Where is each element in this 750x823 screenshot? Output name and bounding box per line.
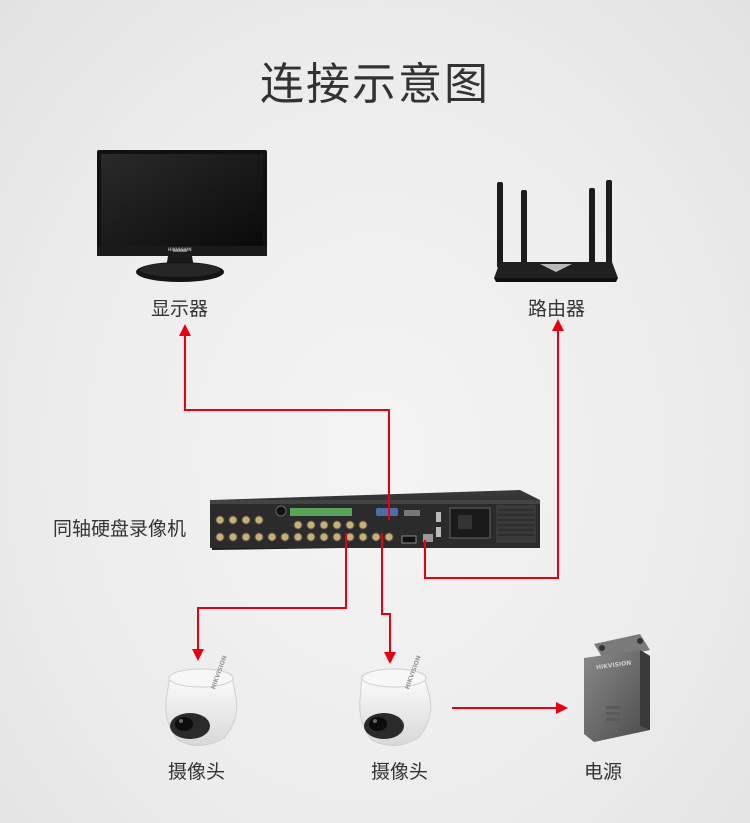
line-dvr-to-camera-right bbox=[381, 533, 396, 664]
dvr-device bbox=[210, 490, 540, 550]
dvr-label: 同轴硬盘录像机 bbox=[53, 518, 187, 540]
connection-lines bbox=[179, 319, 568, 714]
line-dvr-to-router bbox=[424, 319, 564, 579]
power-label: 电源 bbox=[584, 761, 623, 783]
monitor-label: 显示器 bbox=[151, 298, 209, 320]
camera-left-device bbox=[165, 668, 238, 746]
line-dvr-to-camera-left bbox=[192, 533, 347, 661]
monitor-brand: HIKVISION bbox=[168, 247, 192, 252]
router-device bbox=[494, 180, 618, 282]
camera-left-label: 摄像头 bbox=[168, 761, 226, 783]
router-label: 路由器 bbox=[528, 298, 586, 320]
power-supply-device bbox=[584, 634, 650, 742]
camera-right-label: 摄像头 bbox=[371, 761, 429, 783]
monitor-device bbox=[97, 150, 267, 282]
camera-right-device bbox=[359, 668, 432, 746]
page-title: 连接示意图 bbox=[260, 59, 490, 110]
line-dvr-to-monitor bbox=[179, 324, 390, 520]
